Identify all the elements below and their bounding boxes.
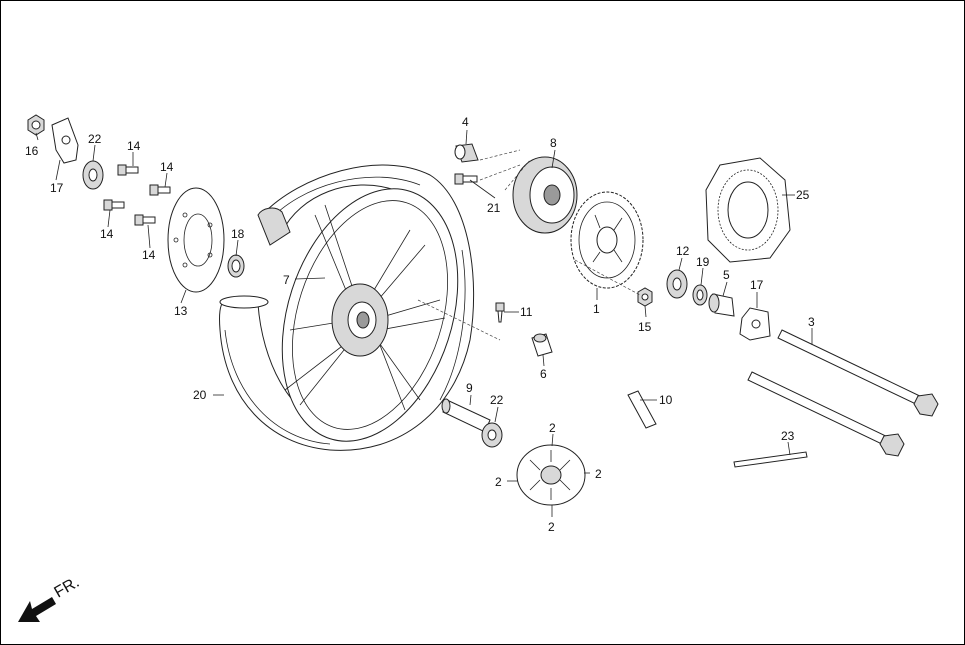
sprocket <box>570 191 644 289</box>
label-7: 7 <box>283 273 290 287</box>
label-6: 6 <box>540 367 547 381</box>
front-direction-arrow: FR. <box>18 574 82 622</box>
label-9: 9 <box>466 381 473 395</box>
bearing-22a <box>82 160 104 190</box>
wheel-rim <box>281 188 459 442</box>
collar-4 <box>454 143 479 163</box>
disc-bolts <box>103 164 171 226</box>
label-19: 19 <box>696 255 710 269</box>
label-2-left: 2 <box>495 475 502 489</box>
label-17: 17 <box>50 181 64 195</box>
label-2-top: 2 <box>549 421 556 435</box>
label-23: 23 <box>781 429 795 443</box>
axle-3 <box>777 329 939 417</box>
label-16: 16 <box>25 144 39 158</box>
label-8: 8 <box>550 136 557 150</box>
sprocket-hub <box>512 156 578 234</box>
label-13: 13 <box>174 304 188 318</box>
pin-23 <box>733 451 808 468</box>
bearing-22b <box>481 422 503 448</box>
label-12: 12 <box>676 244 690 258</box>
label-11: 11 <box>520 305 533 319</box>
label-20: 20 <box>193 388 207 402</box>
label-3: 3 <box>808 315 815 329</box>
spacer-9 <box>441 398 491 433</box>
label-2-right: 2 <box>595 467 602 481</box>
label-22-b: 22 <box>490 393 504 407</box>
valve-11 <box>495 302 505 323</box>
axle-long <box>747 371 905 457</box>
label-5: 5 <box>723 268 730 282</box>
damper-rubbers <box>516 444 586 506</box>
nut-16 <box>27 114 45 136</box>
label-14-c: 14 <box>100 227 114 241</box>
label-4: 4 <box>462 115 469 129</box>
label-15: 15 <box>638 320 652 334</box>
label-22: 22 <box>88 132 102 146</box>
key-10 <box>627 390 657 429</box>
part-labels: 16 17 22 14 14 14 14 13 18 7 20 4 21 8 1… <box>25 115 815 534</box>
label-18: 18 <box>231 227 245 241</box>
bracket-17 <box>51 117 79 164</box>
label-10: 10 <box>659 393 673 407</box>
abs-tone-ring <box>705 157 791 263</box>
label-14-a: 14 <box>127 139 141 153</box>
label-2-bottom: 2 <box>548 520 555 534</box>
brake-disc <box>167 187 225 293</box>
front-direction-label: FR. <box>52 574 83 602</box>
bearing-12 <box>666 269 688 299</box>
bracket-17b <box>739 307 771 341</box>
label-25: 25 <box>796 188 810 202</box>
bolt-21 <box>454 173 478 185</box>
label-21: 21 <box>487 201 501 215</box>
collar-5 <box>708 293 735 317</box>
collar-6 <box>531 333 553 357</box>
label-14-d: 14 <box>142 248 156 262</box>
seal-19 <box>692 284 708 306</box>
label-14-b: 14 <box>160 160 174 174</box>
seal-18 <box>227 254 245 278</box>
label-17-b: 17 <box>750 278 764 292</box>
label-1: 1 <box>593 302 600 316</box>
leader-lines <box>35 129 813 517</box>
nut-15 <box>637 287 653 307</box>
